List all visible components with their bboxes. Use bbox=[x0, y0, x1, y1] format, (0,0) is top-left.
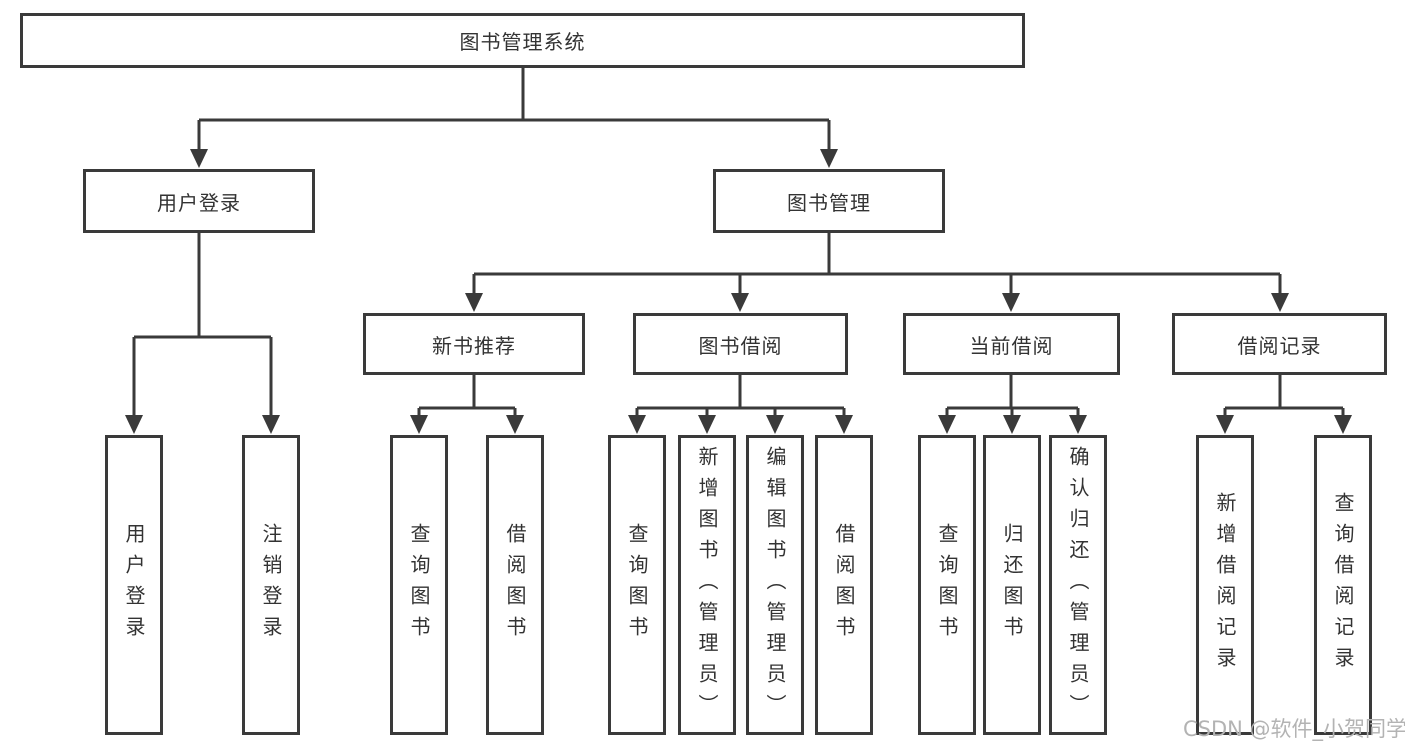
leaf-return-books: 归还图书 bbox=[983, 435, 1041, 735]
arrowhead bbox=[1271, 293, 1289, 312]
node-label: 新书推荐 bbox=[432, 333, 516, 358]
node-borrow-records: 借阅记录 bbox=[1172, 313, 1387, 375]
arrowhead bbox=[506, 415, 524, 434]
arrowhead bbox=[262, 415, 280, 434]
leaf-add-borrow-record: 新增借阅记录 bbox=[1196, 435, 1254, 735]
node-label: 用户登录 bbox=[157, 190, 241, 215]
arrowhead bbox=[835, 415, 853, 434]
arrowhead bbox=[731, 293, 749, 312]
node-label: 新增借阅记录 bbox=[1213, 492, 1237, 678]
arrowhead bbox=[125, 415, 143, 434]
connector-new-book-recommend-to-children bbox=[410, 375, 524, 434]
csdn-watermark: CSDN @软件_小贺同学 bbox=[1183, 717, 1405, 741]
node-label: 查询借阅记录 bbox=[1331, 492, 1355, 678]
node-book-borrow: 图书借阅 bbox=[633, 313, 848, 375]
arrowhead bbox=[1216, 415, 1234, 434]
connector-borrow-records-to-children bbox=[1216, 375, 1352, 434]
node-current-borrow: 当前借阅 bbox=[903, 313, 1120, 375]
node-label: 用户登录 bbox=[122, 523, 146, 647]
node-user-login: 用户登录 bbox=[83, 169, 315, 233]
arrowhead bbox=[1003, 415, 1021, 434]
node-label: 编辑图书（管理员） bbox=[763, 445, 787, 725]
arrowhead bbox=[698, 415, 716, 434]
arrowhead bbox=[766, 415, 784, 434]
connector-root-to-level2 bbox=[190, 68, 838, 168]
node-label: 借阅记录 bbox=[1237, 333, 1322, 358]
arrowhead bbox=[820, 149, 838, 168]
node-label: 借阅图书 bbox=[503, 523, 527, 647]
node-label: 注销登录 bbox=[259, 523, 283, 647]
arrowhead bbox=[190, 149, 208, 168]
leaf-query-books-recommend: 查询图书 bbox=[390, 435, 448, 735]
node-new-book-recommend: 新书推荐 bbox=[363, 313, 585, 375]
leaf-borrow-books: 借阅图书 bbox=[815, 435, 873, 735]
leaf-query-borrow-record: 查询借阅记录 bbox=[1314, 435, 1372, 735]
leaf-edit-books-admin: 编辑图书（管理员） bbox=[746, 435, 804, 735]
node-book-management: 图书管理 bbox=[713, 169, 945, 233]
node-label: 查询图书 bbox=[407, 523, 431, 647]
node-root-library-management-system: 图书管理系统 bbox=[20, 13, 1025, 68]
node-label: 借阅图书 bbox=[832, 523, 856, 647]
leaf-query-books-current: 查询图书 bbox=[918, 435, 976, 735]
node-label: 图书管理 bbox=[787, 190, 871, 215]
node-label: 当前借阅 bbox=[969, 333, 1054, 358]
leaf-borrow-books-recommend: 借阅图书 bbox=[486, 435, 544, 735]
node-label: 归还图书 bbox=[1000, 523, 1024, 647]
connector-book-management-to-level3 bbox=[465, 233, 1289, 312]
connector-current-borrow-to-children bbox=[938, 375, 1087, 434]
node-label: 确认归还（管理员） bbox=[1066, 445, 1090, 725]
arrowhead bbox=[1002, 293, 1020, 312]
arrowhead bbox=[1334, 415, 1352, 434]
leaf-confirm-return-admin: 确认归还（管理员） bbox=[1049, 435, 1107, 735]
node-label: 新增图书（管理员） bbox=[695, 445, 719, 725]
leaf-logout: 注销登录 bbox=[242, 435, 300, 735]
arrowhead bbox=[938, 415, 956, 434]
arrowhead bbox=[628, 415, 646, 434]
arrowhead bbox=[410, 415, 428, 434]
arrowhead bbox=[1069, 415, 1087, 434]
node-label: 查询图书 bbox=[625, 523, 649, 647]
leaf-query-books-borrow: 查询图书 bbox=[608, 435, 666, 735]
connector-book-borrow-to-children bbox=[628, 375, 853, 434]
arrowhead bbox=[465, 293, 483, 312]
leaf-user-login: 用户登录 bbox=[105, 435, 163, 735]
node-label: 图书管理系统 bbox=[459, 30, 586, 54]
node-label: 查询图书 bbox=[935, 523, 959, 647]
leaf-add-books-admin: 新增图书（管理员） bbox=[678, 435, 736, 735]
node-label: 图书借阅 bbox=[698, 333, 783, 358]
connector-user-login-to-children bbox=[125, 233, 280, 434]
